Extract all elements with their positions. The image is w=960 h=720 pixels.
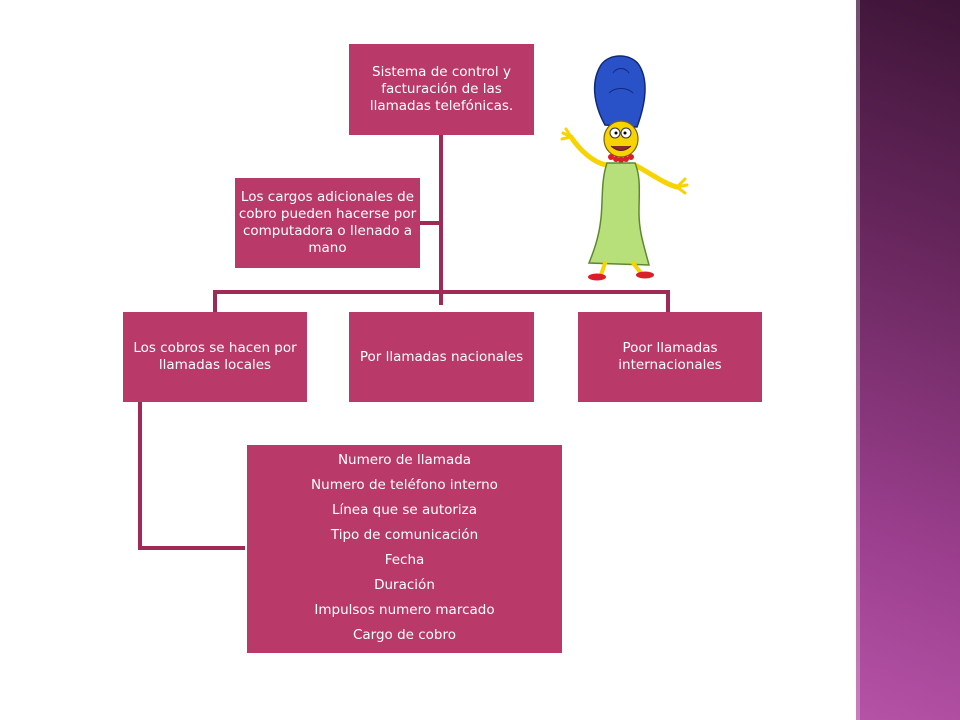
detail-list-node: Numero de llamada Numero de teléfono int… [247,445,562,653]
detail-item: Numero de llamada [337,452,472,468]
child-node-international: Poor llamadas internacionales [578,312,762,402]
root-node-text: Sistema de control y facturación de las … [369,64,514,114]
assistant-node: Los cargos adicionales de cobro pueden h… [235,178,420,268]
detail-item: Línea que se autoriza [331,502,478,518]
assistant-node-text: Los cargos adicionales de cobro pueden h… [238,189,417,256]
cartoon-character-illustration [560,55,689,281]
child-node-international-text: Poor llamadas internacionales [618,340,722,373]
child-node-local: Los cobros se hacen por llamadas locales [123,312,307,402]
child-node-local-text: Los cobros se hacen por llamadas locales [133,340,297,373]
detail-item: Tipo de comunicación [330,527,479,543]
detail-item: Impulsos numero marcado [314,602,495,618]
detail-item: Duración [374,577,435,593]
root-node: Sistema de control y facturación de las … [349,44,534,135]
decorative-sidebar [856,0,960,720]
detail-item: Numero de teléfono interno [311,477,498,493]
child-node-national-text: Por llamadas nacionales [359,348,524,365]
detail-item: Fecha [384,552,425,568]
child-node-national: Por llamadas nacionales [349,312,534,402]
detail-item: Cargo de cobro [352,627,457,643]
detail-connector [138,401,245,550]
